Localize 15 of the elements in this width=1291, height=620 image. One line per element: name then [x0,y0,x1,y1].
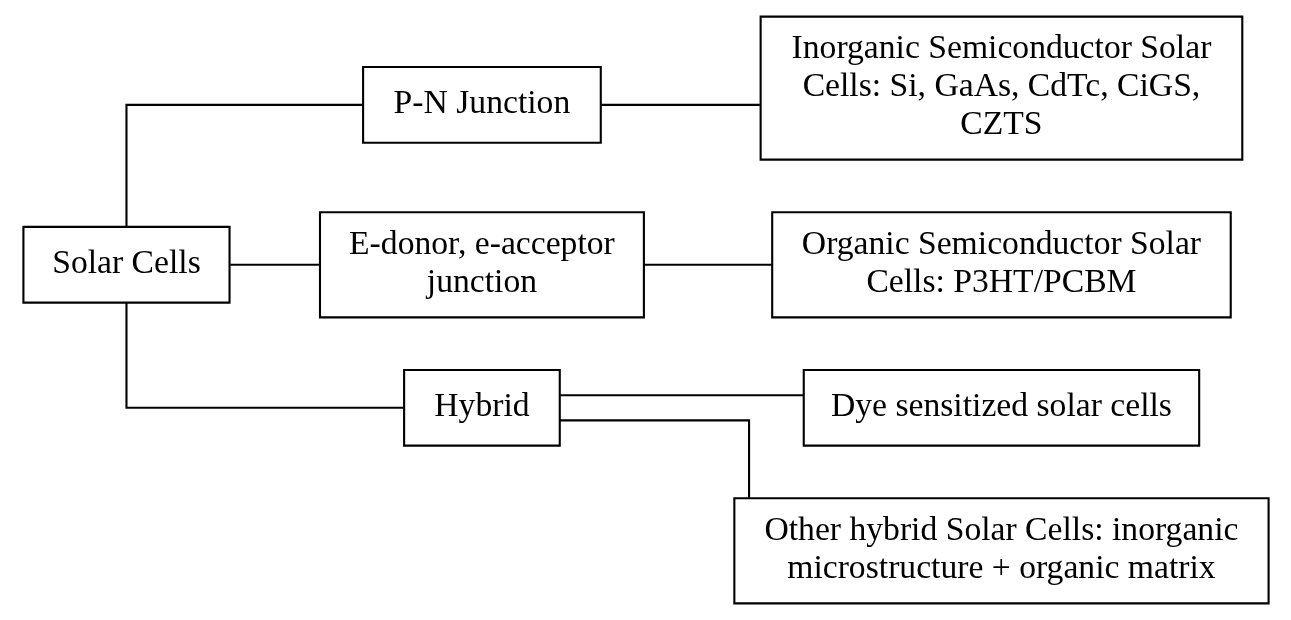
node-box: E-donor, e-acceptor junction [318,211,645,319]
node-box: Inorganic Semiconductor Solar Cells: Si, GaAs, CdTc, CiGS, CZTS [759,15,1243,161]
node-box: P-N Junction [361,66,602,144]
connector [229,263,320,266]
node-box: Hybrid [402,368,561,447]
connector [600,103,760,106]
connector [124,103,363,227]
connector [124,303,404,409]
node-box: Other hybrid Solar Cells: inorganic microstructure + organic matrix [732,497,1270,605]
node-box: Solar Cells [21,225,231,304]
node-box: Dye sensitized solar cells [802,368,1200,447]
connector [559,419,750,498]
connector [643,263,772,266]
connector [559,394,803,397]
node-box: Organic Semiconductor Solar Cells: P3HT/PCBM [770,211,1232,319]
